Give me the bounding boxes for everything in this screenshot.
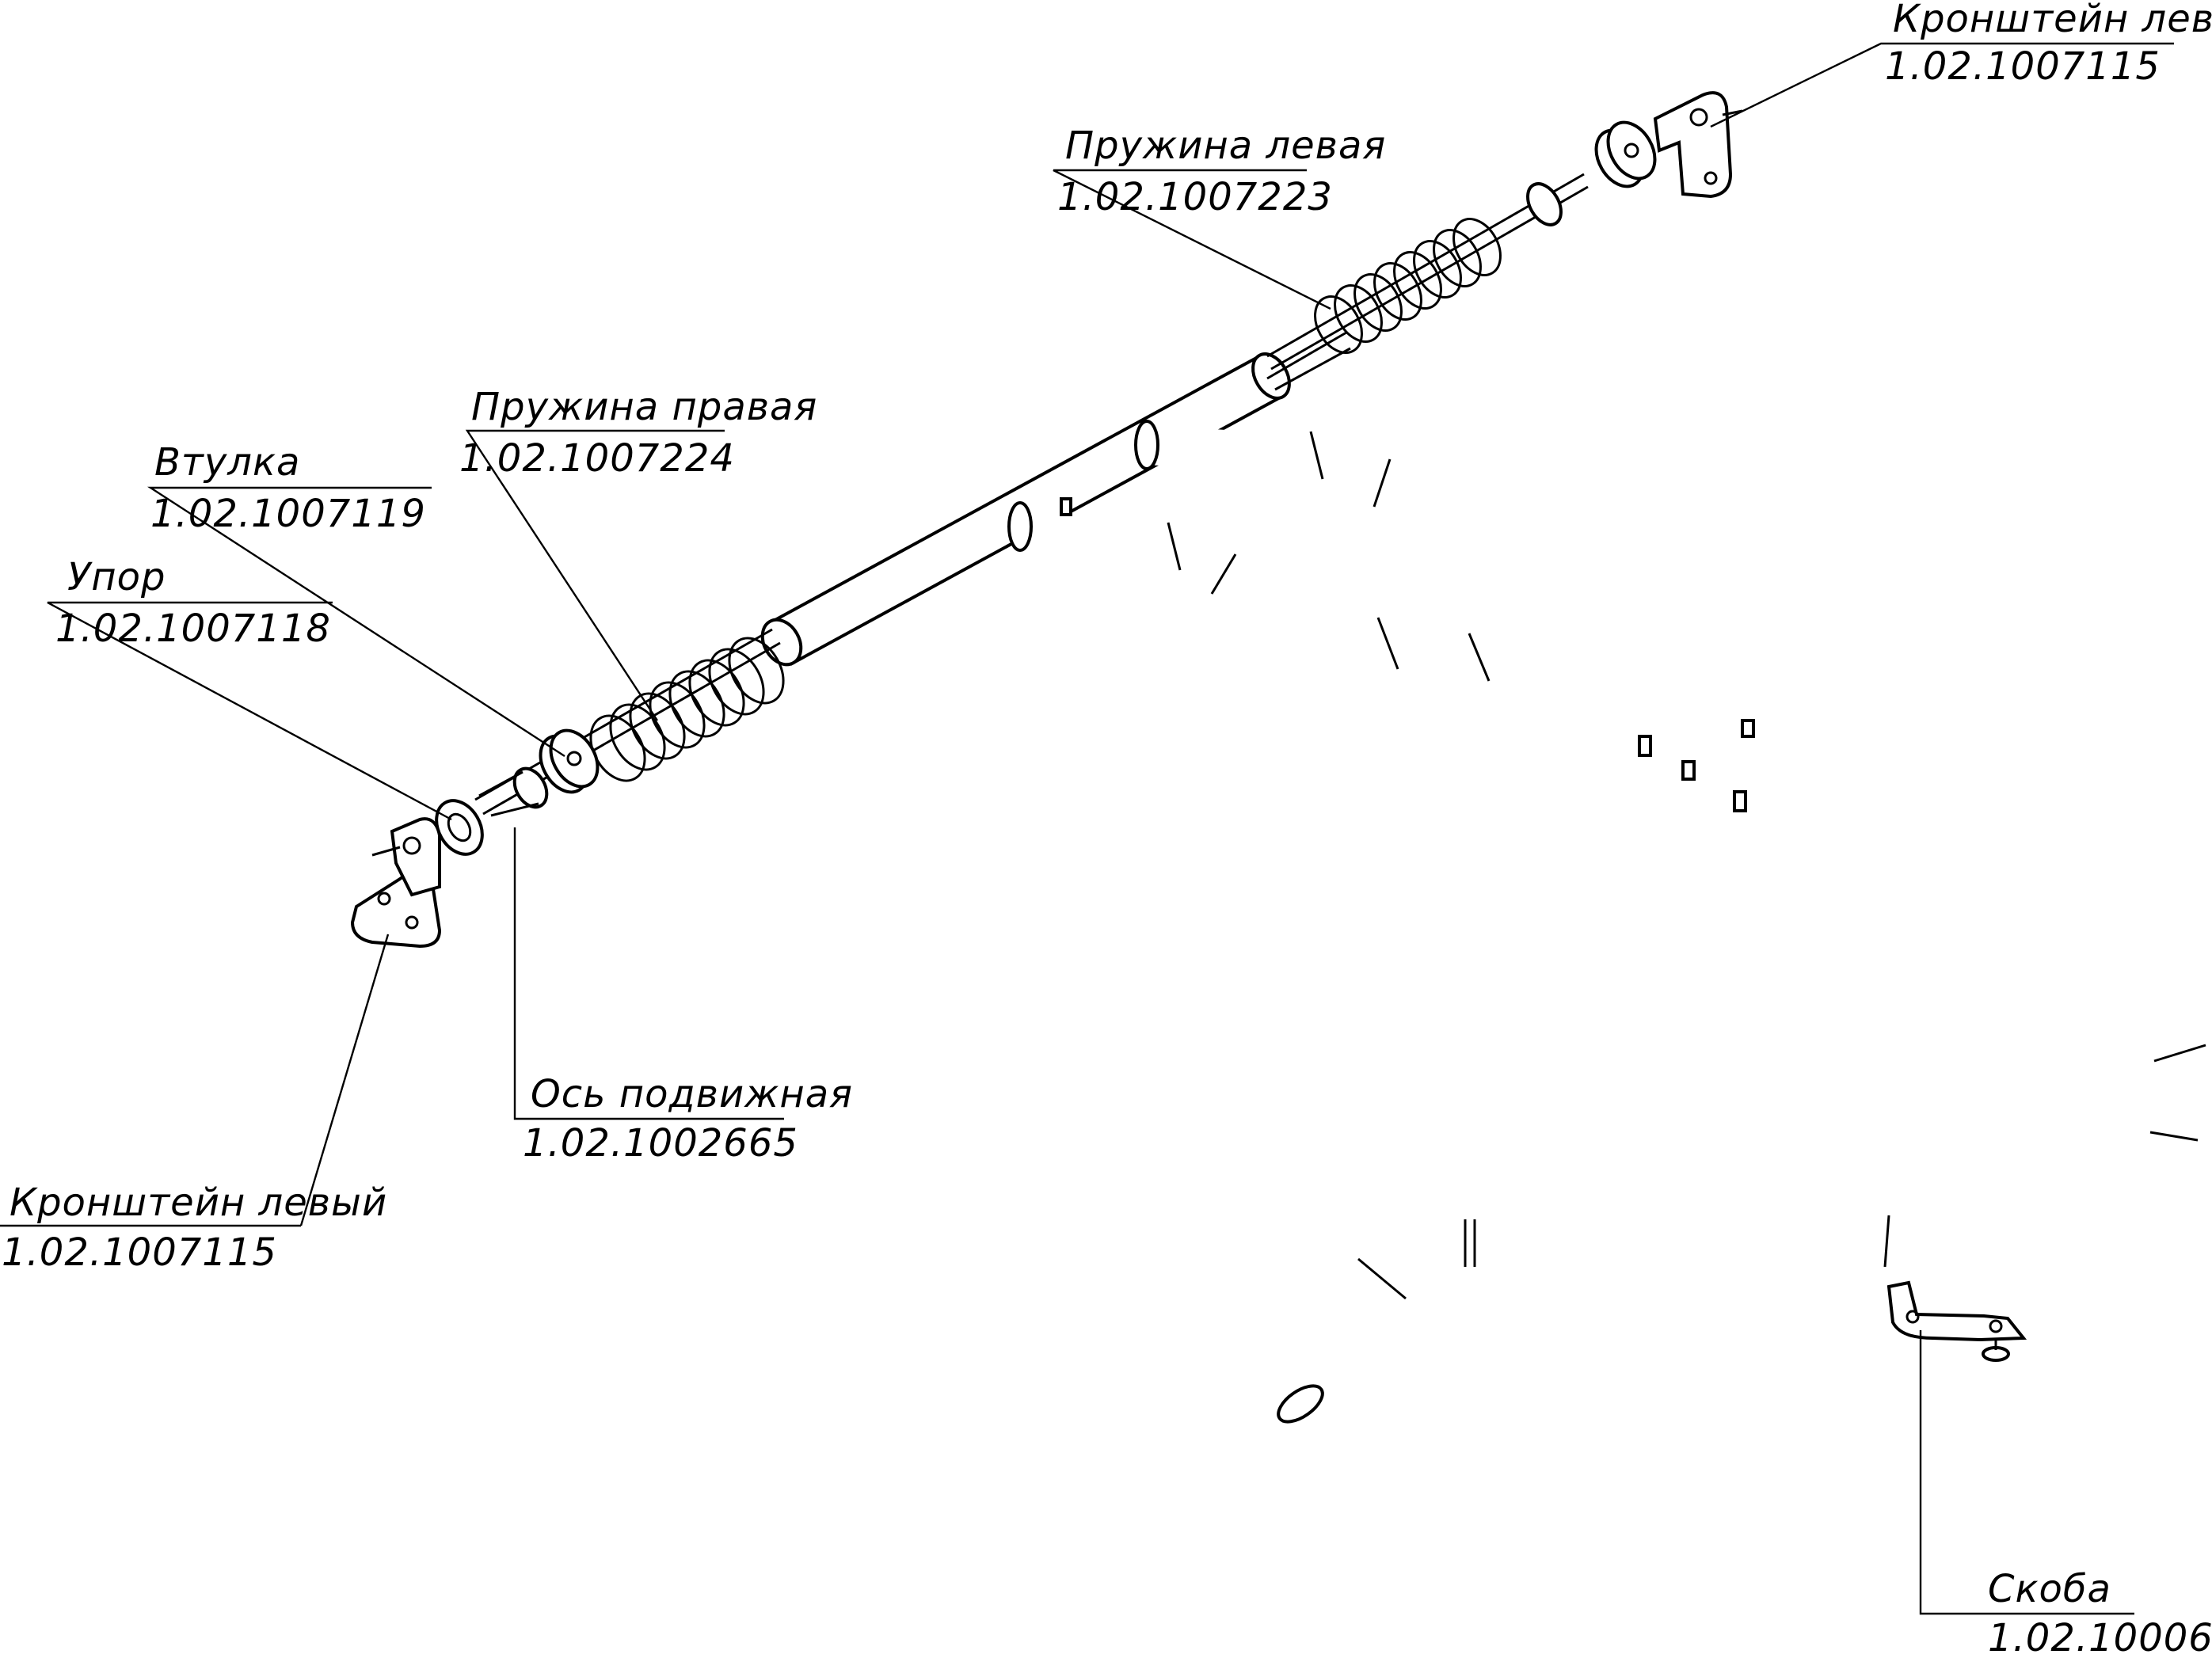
callout-code: 1.02.1000631 [1988,1616,2212,1658]
callout-label: Пружина правая [471,385,817,429]
callout-bracket-bottom: Кронштейн левый 1.02.1007115 [2,1181,387,1275]
upper-bracket [1653,91,1743,199]
stop-ring [435,799,484,856]
callout-code: 1.02.1007118 [55,607,331,651]
callout-spring-right: Пружина правая 1.02.1007224 [459,385,817,481]
callout-label: Кронштейн левый [1893,0,2212,41]
callout-label: Втулка [154,440,300,485]
upper-spring-assembly [1266,91,1743,371]
callout-code: 1.02.1007224 [459,436,735,481]
callout-bushing: Втулка 1.02.1007119 [150,440,426,536]
callout-code: 1.02.1007115 [1885,44,2161,89]
callout-bracket-top: Кронштейн левый 1.02.1007115 [1885,0,2212,89]
callout-label: Упор [67,555,166,599]
callout-clip: Скоба 1.02.1000631 [1988,1567,2212,1658]
lower-bracket [350,817,442,949]
axle-sleeve [478,766,549,817]
callout-label: Ось подвижная [531,1072,853,1116]
bushing-disc [539,728,600,794]
callout-code: 1.02.1007115 [2,1230,277,1275]
callout-code: 1.02.1007223 [1057,175,1333,219]
cross-tube [760,331,1351,667]
callout-code: 1.02.1002665 [523,1121,798,1166]
clip-part [1886,1280,2027,1362]
lower-spring-assembly [350,628,785,949]
callout-label: Пружина левая [1065,124,1386,168]
callout-label: Кронштейн левый [10,1181,387,1225]
callout-label: Скоба [1988,1567,2111,1611]
frame-studs [1060,497,1755,812]
callout-stop: Упор 1.02.1007118 [55,555,331,651]
callout-axle: Ось подвижная 1.02.1002665 [523,1072,853,1166]
leader-lines [0,42,2174,1615]
callout-spring-left: Пружина левая 1.02.1007223 [1057,124,1386,219]
handle-frame [1002,420,2212,1424]
right-spring-coils [589,637,785,782]
left-spring-coils [1314,218,1502,354]
upper-bushing-disc [1594,120,1657,188]
callout-code: 1.02.1007119 [150,492,426,536]
